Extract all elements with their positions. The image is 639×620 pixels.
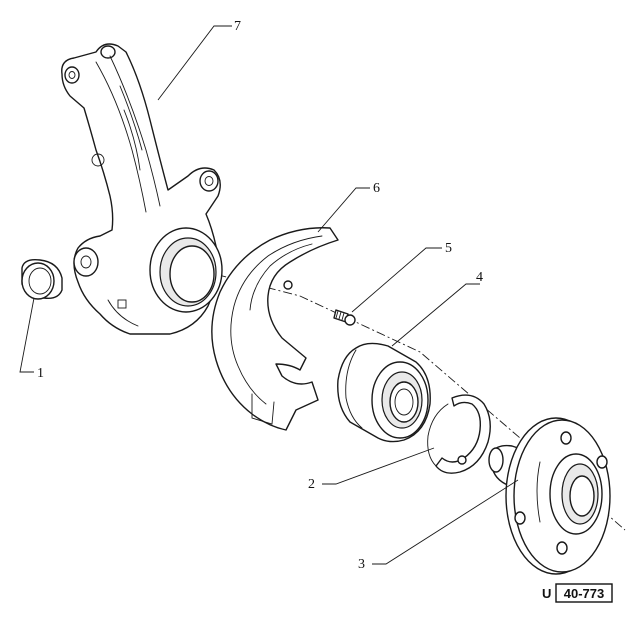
callout-7: 7 — [234, 19, 241, 34]
steering-knuckle — [61, 43, 223, 335]
leader-2 — [322, 447, 435, 485]
callout-1: 1 — [37, 366, 44, 381]
retaining-screw — [333, 309, 356, 326]
leader-4 — [391, 283, 480, 347]
callout-3: 3 — [358, 557, 365, 572]
callout-2: 2 — [308, 477, 315, 492]
callout-4: 4 — [476, 270, 483, 285]
reference-prefix: U — [542, 586, 551, 601]
hub-flange — [488, 417, 611, 575]
leader-3 — [372, 479, 519, 565]
leader-6 — [317, 187, 370, 233]
reference-code: U 40-773 — [542, 583, 613, 603]
leader-1 — [19, 297, 35, 373]
callout-5: 5 — [445, 241, 452, 256]
reference-number: 40-773 — [564, 586, 604, 601]
splash-shield — [211, 227, 339, 431]
wheel-bearing — [337, 342, 431, 443]
leader-5 — [351, 247, 442, 313]
callout-6: 6 — [373, 181, 380, 196]
leader-7 — [157, 25, 232, 101]
circlip — [427, 394, 491, 474]
plug-cap — [21, 258, 63, 300]
